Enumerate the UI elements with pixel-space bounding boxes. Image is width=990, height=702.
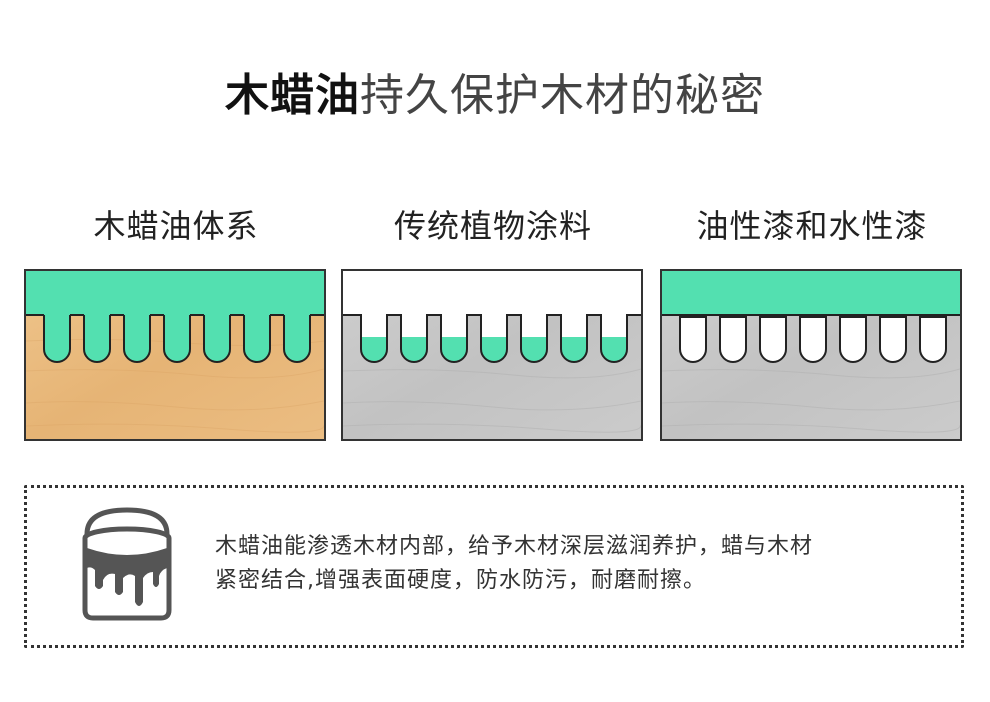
info-description: 木蜡油能渗透木材内部，给予木材深层滋润养护，蜡与木材 紧密结合,增强表面硬度，防… [215,530,915,598]
title-emphasis: 木蜡油 [225,70,360,121]
page-title: 木蜡油持久保护木材的秘密 [0,66,990,126]
plant-coating-diagram [341,269,643,441]
title-rest: 持久保护木材的秘密 [360,70,765,121]
panel-label-plant-coating: 传统植物涂料 [393,207,592,245]
paint-bucket-icon [77,506,177,628]
panel-label-paint: 油性漆和水性漆 [696,207,928,245]
info-line-2: 紧密结合,增强表面硬度，防水防污，耐磨耐擦。 [215,568,706,593]
info-line-1: 木蜡油能渗透木材内部，给予木材深层滋润养护，蜡与木材 [215,534,814,559]
panel-label-wood-oil: 木蜡油体系 [93,207,259,245]
wood-oil-diagram [24,269,326,441]
paint-film-diagram [660,269,962,441]
info-box: 木蜡油能渗透木材内部，给予木材深层滋润养护，蜡与木材 紧密结合,增强表面硬度，防… [24,485,964,648]
